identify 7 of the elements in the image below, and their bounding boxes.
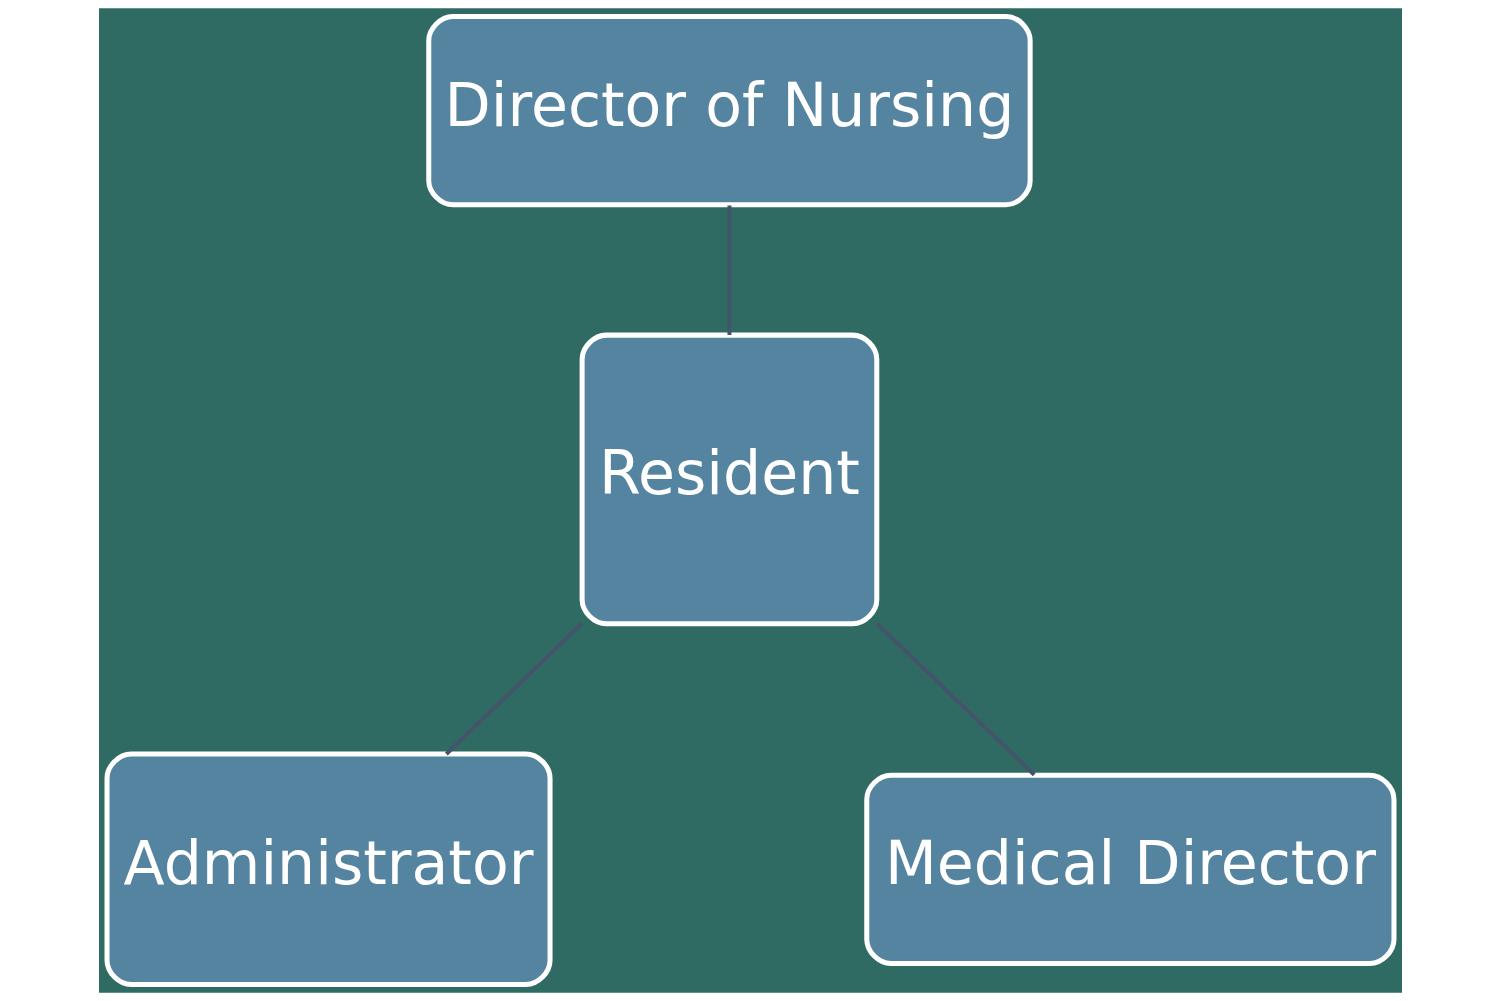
node-box: Administrator [104,751,553,988]
node-box: Medical Director [864,772,1397,967]
connector [875,622,1036,777]
node-box: Director of Nursing [426,13,1033,208]
connector [727,205,732,335]
connector [444,622,584,756]
node-box: Resident [579,332,880,627]
